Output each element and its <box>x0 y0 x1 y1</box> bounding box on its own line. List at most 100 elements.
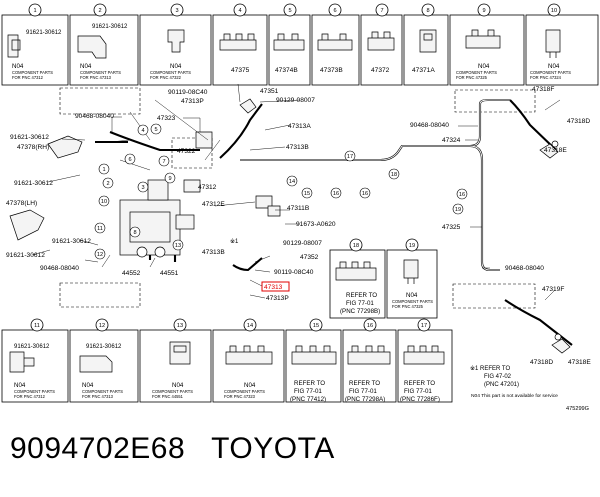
label-91673-a0620: 91673-A0620 <box>296 221 336 228</box>
mid-box-19-n04: N04 <box>406 292 418 299</box>
callout-5-number: 5 <box>154 127 157 133</box>
footer-boxes: 11 91621-30612 N04 COMPONENT PARTS FOR P… <box>1 318 453 403</box>
callout-18-number: 18 <box>391 172 397 178</box>
footer-box-12-desc1: COMPONENT PARTS <box>82 389 123 394</box>
callout-3: 3 <box>137 181 149 193</box>
label-91621-30612-a: 91621-30612 <box>10 134 49 141</box>
footer-box-14-n04: N04 <box>244 382 256 389</box>
label-47318d-top: 47318D <box>567 118 590 125</box>
mid-box-18: 18 REFER TO FIG 77-01 (PNC 77298B) <box>329 238 386 319</box>
notes: ※1 REFER TO FIG 47-02 (PNC 47201) N04 Th… <box>470 365 589 412</box>
header-box-7-number: 7 <box>380 8 383 14</box>
part-labels: 90119-08C40 47313P 47351 90129-08007 904… <box>6 86 591 366</box>
footer-box-12-desc2: FOR PNC 47313 <box>82 394 114 399</box>
callout-18: 18 <box>388 168 400 180</box>
callout-16: 16 <box>330 187 342 199</box>
header-box-2-n04: N04 <box>80 63 92 70</box>
header-box-2-desc2: FOR PNC 47313 <box>80 75 112 80</box>
header-box-10-n04: N04 <box>548 63 560 70</box>
header-box-6: 6 47373B <box>311 3 360 86</box>
label-47318f: 47318F <box>532 86 554 93</box>
note-star1-fig: FIG 47-02 <box>484 374 512 380</box>
callout-7: 7 <box>158 155 170 167</box>
callout-16-number: 16 <box>333 191 339 197</box>
header-box-3: 3 N04 COMPONENT PARTS FOR PNC 47322 <box>139 3 212 86</box>
label-star1: ※1 <box>230 238 239 245</box>
callout-11-number: 11 <box>97 226 103 232</box>
header-box-9-number: 9 <box>482 8 485 14</box>
callout-14-number: 14 <box>289 179 295 185</box>
mid-box-19-number: 19 <box>409 243 415 249</box>
label-90129-08007-b: 90129-08007 <box>283 240 322 247</box>
footer-box-17-line3: (PNC 77286F) <box>400 396 440 403</box>
footer-box-13-n04: N04 <box>172 382 184 389</box>
label-47351: 47351 <box>260 88 279 95</box>
callout-13-number: 13 <box>175 243 181 249</box>
header-box-1-desc2: FOR PNC 47312 <box>12 75 44 80</box>
label-47313p-b: 47313P <box>266 295 289 302</box>
footer-box-14-desc1: COMPONENT PARTS <box>224 389 265 394</box>
label-47312e: 47312E <box>202 201 225 208</box>
callout-8-number: 8 <box>133 230 136 236</box>
callouts: 1 2 3 4 5 6 7 8 9 10 11 12 13 14 15 16 1… <box>94 123 468 260</box>
header-box-3-number: 3 <box>175 8 178 14</box>
footer-box-16-number: 16 <box>367 323 373 329</box>
label-47313b: 47313B <box>286 144 309 151</box>
callout-15-number: 15 <box>304 191 310 197</box>
callout-16b: 16 <box>359 187 371 199</box>
footer-box-12-n04: N04 <box>82 382 94 389</box>
label-91621-30612-b: 91621-30612 <box>14 180 53 187</box>
header-box-2-number: 2 <box>98 8 101 14</box>
callout-3-number: 3 <box>141 185 144 191</box>
footer-box-15-line2: FIG 77-01 <box>294 388 322 395</box>
label-91621-30612-c: 91621-30612 <box>52 238 91 245</box>
footer-box-13: 13 N04 COMPONENT PARTS FOR PNC 44551 <box>139 318 212 403</box>
callout-14: 14 <box>286 175 298 187</box>
callout-5: 5 <box>150 123 162 135</box>
header-box-6-partno: 47373B <box>320 67 343 74</box>
header-box-9-desc1: COMPONENT PARTS <box>456 70 497 75</box>
highlight-box-47313 <box>261 281 290 292</box>
header-box-5: 5 47374B <box>268 3 311 86</box>
label-90119-08c40-b: 90119-08C40 <box>274 269 314 276</box>
label-47322: 47322 <box>177 148 196 155</box>
callout-4: 4 <box>137 124 149 136</box>
footer-box-15-line1: REFER TO <box>294 380 325 387</box>
footer-box-17-number: 17 <box>421 323 427 329</box>
header-box-10: 10 N04 COMPONENT PARTS FOR PNC 47324 <box>525 3 599 86</box>
dashed-insets <box>59 87 536 309</box>
header-box-4-number: 4 <box>238 8 241 14</box>
label-90468-08040-right: 90468-08040 <box>410 122 449 129</box>
callout-11: 11 <box>94 222 106 234</box>
footer-box-17-line2: FIG 77-01 <box>404 388 432 395</box>
header-box-2-desc1: COMPONENT PARTS <box>80 70 121 75</box>
callout-1: 1 <box>98 163 110 175</box>
components <box>9 98 571 354</box>
label-90468-08040-left: 90468-08040 <box>75 113 114 120</box>
part-number-caption: 9094702E68 TOYOTA <box>10 432 335 465</box>
header-box-10-desc1: COMPONENT PARTS <box>530 70 571 75</box>
bracket-47378lh <box>9 209 45 241</box>
header-box-1-desc1: COMPONENT PARTS <box>12 70 53 75</box>
label-47324: 47324 <box>442 137 461 144</box>
header-box-5-partno: 47374B <box>275 67 298 74</box>
label-47311b: 47311B <box>287 205 310 212</box>
footer-box-17-line1: REFER TO <box>404 380 435 387</box>
header-box-3-desc1: COMPONENT PARTS <box>150 70 191 75</box>
callout-10-number: 10 <box>101 199 107 205</box>
footer-box-12: 12 91621-30612 N04 COMPONENT PARTS FOR P… <box>69 318 139 403</box>
footer-box-16: 16 REFER TO FIG 77-01 (PNC 77298A) <box>342 318 397 403</box>
footer-box-11-desc2: FOR PNC 47312 <box>14 394 46 399</box>
label-91621-30612-d: 91621-30612 <box>6 252 45 259</box>
callout-4-number: 4 <box>141 128 144 134</box>
callout-13: 13 <box>172 239 184 251</box>
footer-box-15: 15 REFER TO FIG 77-01 (PNC 77412) <box>285 318 342 403</box>
callout-2-number: 2 <box>106 181 109 187</box>
footer-box-14-number: 14 <box>247 323 253 329</box>
header-box-10-desc2: FOR PNC 47324 <box>530 75 562 80</box>
footer-box-11-number: 11 <box>34 323 40 329</box>
mid-box-19-desc2: FOR PNC 47325 <box>392 304 424 309</box>
header-box-4: 4 47375 <box>212 3 268 86</box>
footer-box-16-line2: FIG 77-01 <box>349 388 377 395</box>
header-box-1-n04: N04 <box>12 63 24 70</box>
